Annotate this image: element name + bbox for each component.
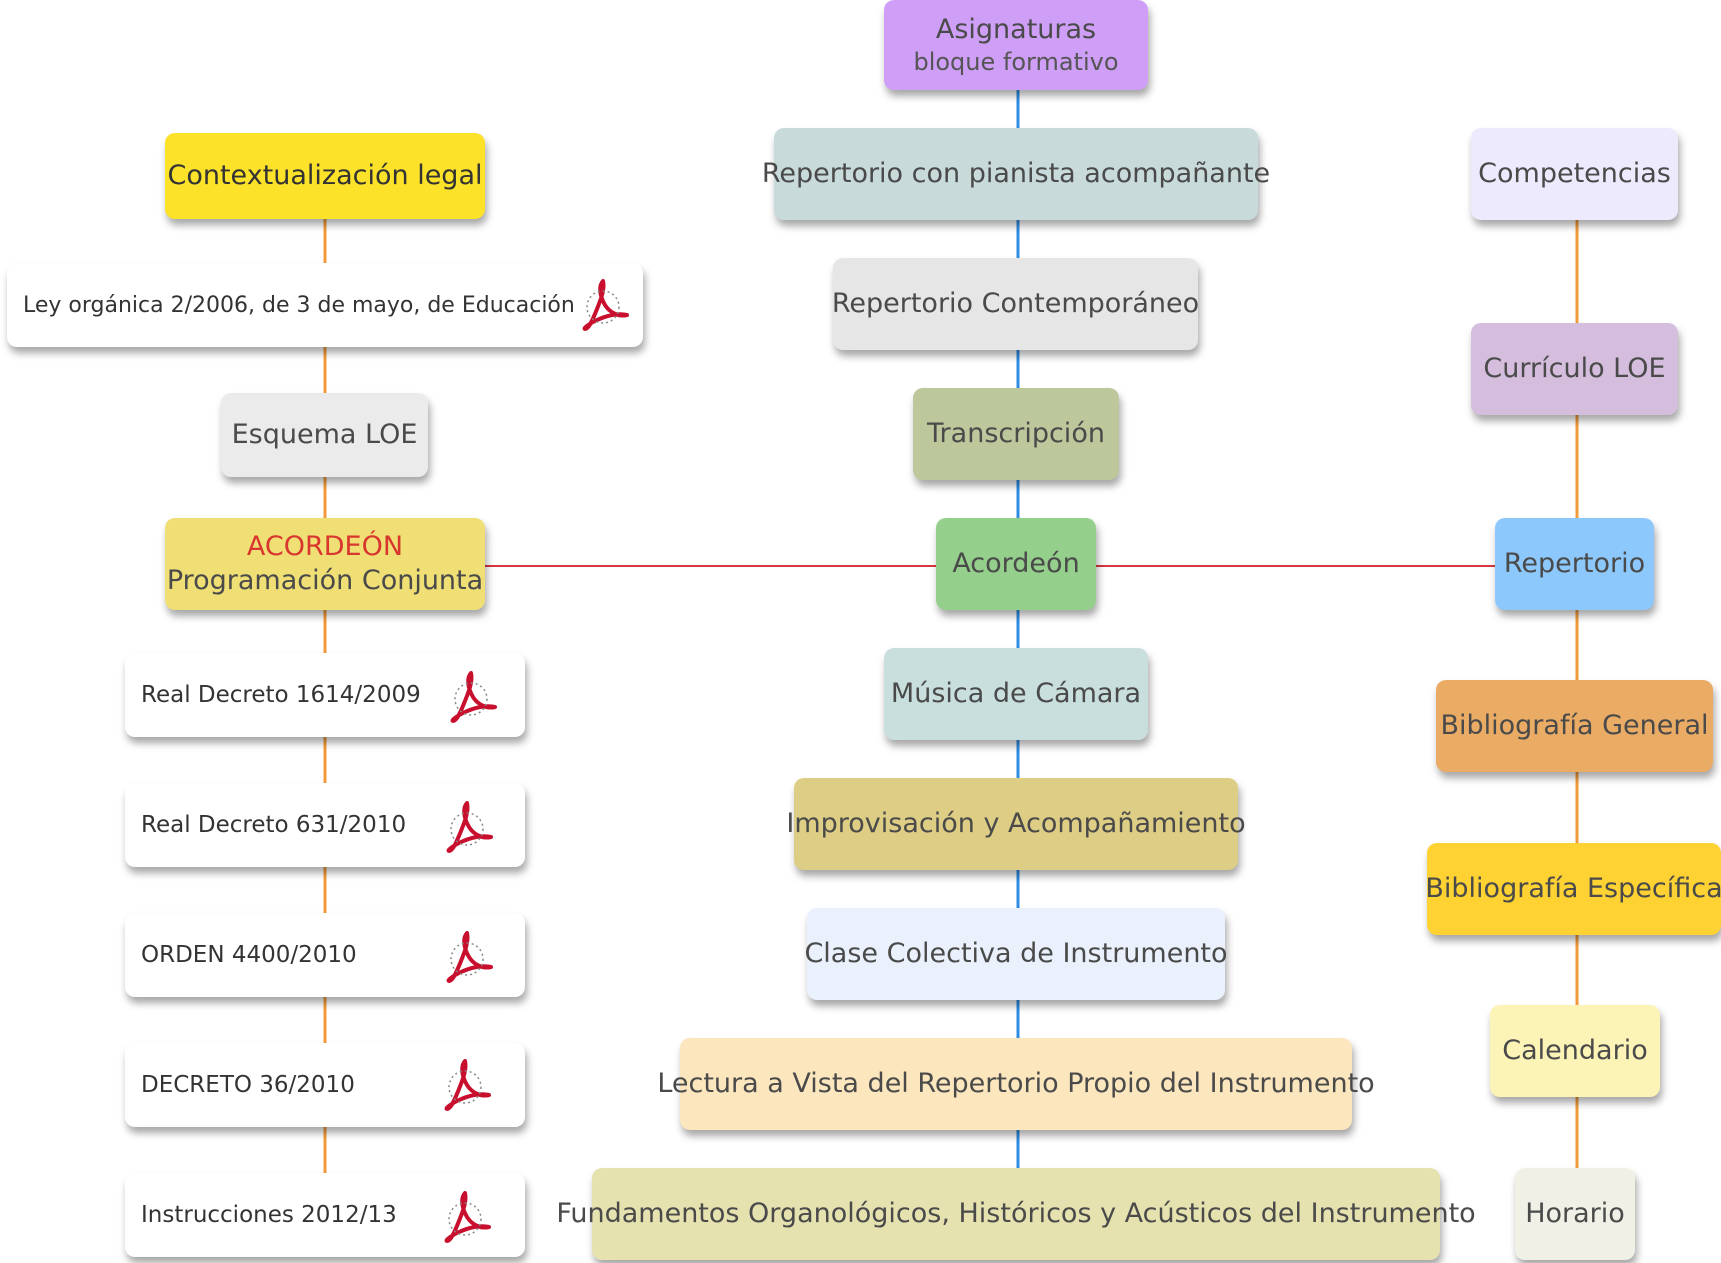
asignaturas-title: Asignaturas bbox=[935, 14, 1097, 46]
programacion-title: ACORDEÓN bbox=[246, 531, 404, 563]
programacion-subtitle: Programación Conjunta bbox=[166, 565, 484, 596]
calendario-node[interactable]: Calendario bbox=[1490, 1005, 1660, 1097]
ley-organica-link[interactable]: Ley orgánica 2/2006, de 3 de mayo, de Ed… bbox=[7, 263, 643, 347]
acordeon-main-node[interactable]: Acordeón bbox=[936, 518, 1096, 610]
programacion-conjunta-node[interactable]: ACORDEÓN Programación Conjunta bbox=[165, 518, 485, 610]
curriculo-loe-node[interactable]: Currículo LOE bbox=[1471, 323, 1678, 415]
document-real-decreto-631[interactable]: Real Decreto 631/2010 bbox=[125, 783, 525, 867]
document-label: DECRETO 36/2010 bbox=[141, 1072, 355, 1098]
competencias-node[interactable]: Competencias bbox=[1471, 128, 1678, 220]
document-orden-4400[interactable]: ORDEN 4400/2010 bbox=[125, 913, 525, 997]
pdf-icon bbox=[444, 1059, 491, 1111]
document-label: ORDEN 4400/2010 bbox=[141, 942, 357, 968]
bibliografia-especifica-node[interactable]: Bibliografía Específica bbox=[1425, 843, 1721, 935]
contextualizacion-legal-node[interactable]: Contextualización legal bbox=[165, 133, 485, 219]
document-instrucciones[interactable]: Instrucciones 2012/13 bbox=[125, 1173, 525, 1257]
document-decreto-36[interactable]: DECRETO 36/2010 bbox=[125, 1043, 525, 1127]
document-label: Instrucciones 2012/13 bbox=[141, 1202, 397, 1228]
asignaturas-subtitle: bloque formativo bbox=[913, 47, 1119, 76]
repertorio-node[interactable]: Repertorio bbox=[1495, 518, 1654, 610]
asignaturas-node[interactable]: Asignaturas bloque formativo bbox=[884, 0, 1148, 90]
esquema-loe-node[interactable]: Esquema LOE bbox=[221, 393, 428, 477]
subject-repertorio-pianista[interactable]: Repertorio con pianista acompañante bbox=[762, 128, 1270, 220]
pdf-icon bbox=[582, 279, 629, 331]
bibliografia-general-node[interactable]: Bibliografía General bbox=[1436, 680, 1713, 772]
document-real-decreto-1614[interactable]: Real Decreto 1614/2009 bbox=[125, 653, 525, 737]
subject-lectura-vista[interactable]: Lectura a Vista del Repertorio Propio de… bbox=[657, 1038, 1375, 1130]
pdf-icon bbox=[450, 671, 497, 723]
document-label: Real Decreto 631/2010 bbox=[141, 812, 407, 838]
subject-fundamentos[interactable]: Fundamentos Organológicos, Históricos y … bbox=[556, 1168, 1476, 1260]
subject-improvisacion[interactable]: Improvisación y Acompañamiento bbox=[786, 778, 1246, 870]
subject-musica-camara[interactable]: Música de Cámara bbox=[884, 648, 1148, 740]
ley-organica-label: Ley orgánica 2/2006, de 3 de mayo, de Ed… bbox=[23, 292, 575, 318]
subject-repertorio-contemporaneo[interactable]: Repertorio Contemporáneo bbox=[832, 258, 1199, 350]
pdf-icon bbox=[446, 801, 493, 853]
subject-transcripcion[interactable]: Transcripción bbox=[913, 388, 1119, 480]
document-label: Real Decreto 1614/2009 bbox=[141, 682, 421, 708]
horario-node[interactable]: Horario bbox=[1515, 1168, 1635, 1260]
pdf-icon bbox=[444, 1191, 491, 1243]
subject-clase-colectiva[interactable]: Clase Colectiva de Instrumento bbox=[804, 908, 1228, 1000]
pdf-icon bbox=[446, 931, 493, 983]
